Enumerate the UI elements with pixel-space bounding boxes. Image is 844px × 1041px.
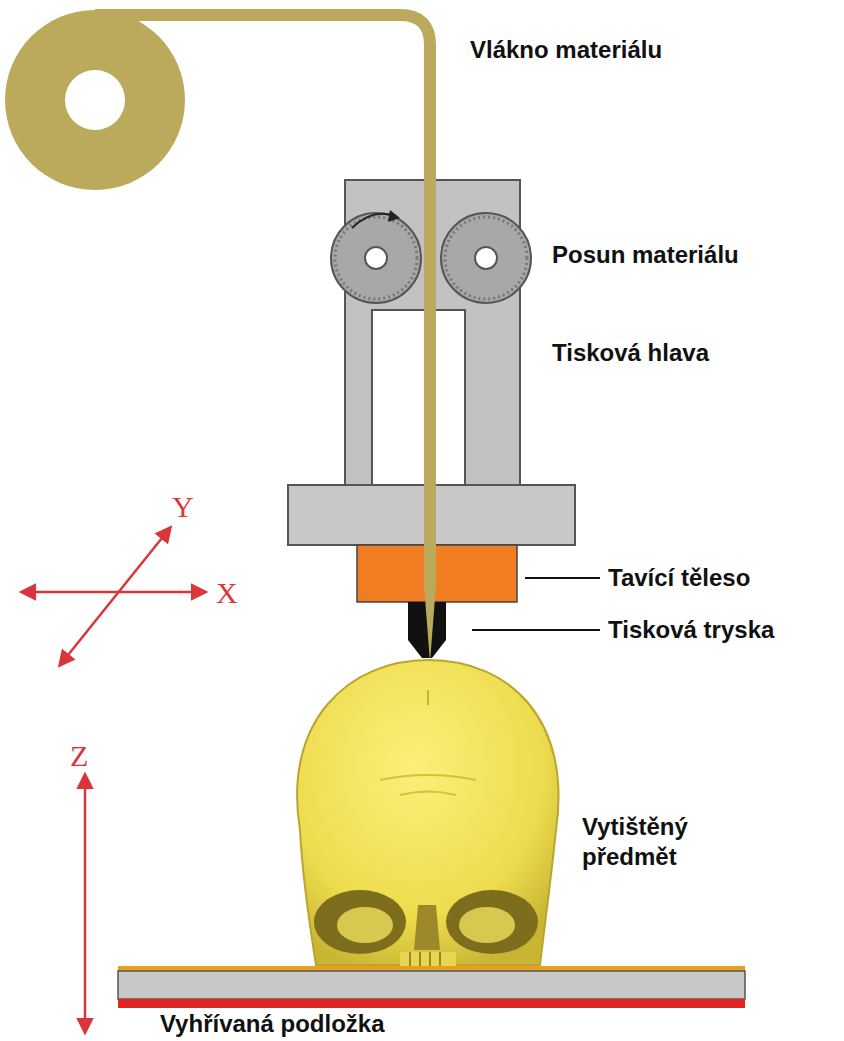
axis-letter: Y	[172, 488, 194, 526]
leader-line	[525, 577, 600, 579]
spool-hole	[65, 70, 125, 130]
x-axis-arrow	[22, 591, 205, 594]
z-axis-arrow	[84, 775, 87, 1032]
label-holder: Tisková tryska	[608, 615, 838, 645]
label-holder: Tisková hlava	[552, 338, 812, 368]
label-holder: Z	[70, 737, 110, 775]
axis-letter: X	[216, 574, 238, 612]
part-label: Vytištěný předmět	[582, 812, 732, 872]
filament	[95, 15, 430, 585]
bed-heater-layer	[118, 999, 745, 1008]
label-holder: Y	[172, 488, 212, 526]
frame-slot	[372, 310, 465, 490]
part-label: Tavící těleso	[608, 563, 750, 593]
filament-spool	[5, 10, 185, 190]
melting-body	[357, 545, 517, 602]
printed-skull	[297, 660, 558, 966]
heated-bed	[118, 971, 745, 999]
part-label: Tisková hlava	[552, 338, 709, 368]
label-holder: Vytištěný předmět	[582, 812, 732, 872]
filament-tip	[424, 585, 436, 662]
y-axis-arrow	[60, 528, 170, 665]
part-label: Posun materiálu	[552, 240, 739, 270]
label-holder: Vlákno materiálu	[470, 35, 800, 65]
label-holder: Tavící těleso	[608, 563, 838, 593]
leader-line	[472, 629, 600, 631]
part-label: Vlákno materiálu	[470, 35, 662, 65]
part-label: Vyhřívaná podložka	[160, 1009, 385, 1039]
label-holder: Posun materiálu	[552, 240, 832, 270]
label-holder: Vyhřívaná podložka	[160, 1009, 560, 1039]
part-label: Tisková tryska	[608, 615, 774, 645]
axis-letter: Z	[70, 737, 88, 775]
label-holder: X	[216, 574, 256, 612]
